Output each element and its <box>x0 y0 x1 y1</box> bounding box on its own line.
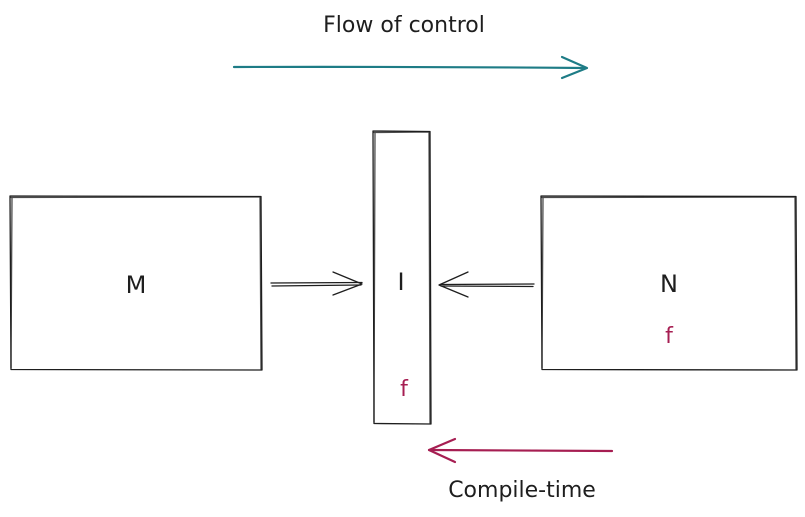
compile-time-arrow <box>427 437 614 464</box>
box-m-label: M <box>126 271 147 299</box>
flow-of-control-label: Flow of control <box>323 13 485 38</box>
box-m <box>9 195 263 371</box>
arrow-m-to-i <box>270 271 363 296</box>
compile-time-label: Compile-time <box>448 478 596 503</box>
box-n-f-label: f <box>665 324 674 349</box>
box-i-f-label: f <box>400 377 409 402</box>
box-n-label: N <box>660 270 678 298</box>
box-n <box>540 195 798 371</box>
arrow-n-to-i <box>438 271 535 298</box>
flow-of-control-arrow <box>232 55 589 80</box>
box-i <box>372 130 432 425</box>
box-i-label: I <box>397 268 404 296</box>
